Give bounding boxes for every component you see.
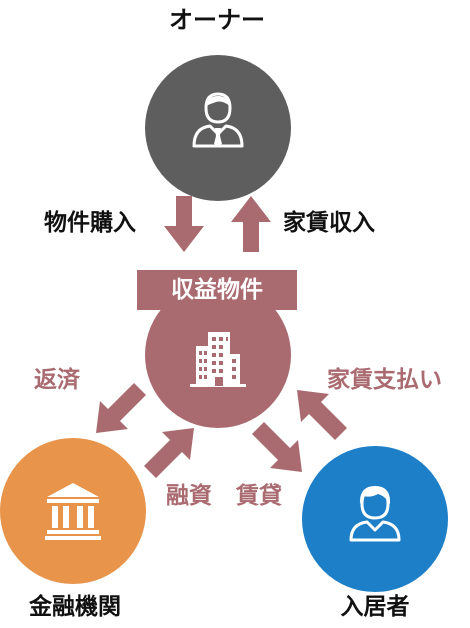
office-building-icon [190,332,246,387]
bank-node [0,438,146,584]
rent-income-label: 家賃収入 [283,210,375,236]
tenant-label: 入居者 [340,594,410,620]
property-label: 収益物件 [137,270,297,310]
rent-payment-label: 家賃支払い [327,367,442,393]
businessman-icon [192,92,244,148]
lease-arrow [252,422,302,472]
repayment-label: 返済 [34,367,80,393]
rent-payment-arrow [297,390,347,440]
bank-icon [45,483,101,540]
owner-label: オーナー [169,6,265,34]
purchase-label: 物件購入 [44,210,136,236]
lease-label: 賃貸 [236,483,282,509]
person-icon [349,486,401,542]
bank-label: 金融機関 [29,594,121,620]
purchase-arrow [164,196,204,252]
rent-income-arrow [231,196,271,252]
financing-arrow [144,428,194,478]
financing-label: 融資 [166,483,212,509]
repayment-arrow [96,383,146,433]
